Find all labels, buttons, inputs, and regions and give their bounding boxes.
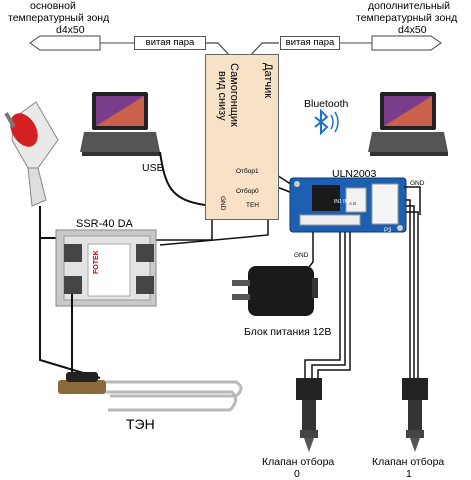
controller-line1: Датчик: [262, 63, 274, 99]
heater-label: ТЭН: [126, 416, 155, 432]
valve-1-number: 1: [406, 468, 412, 480]
bluetooth-label: Bluetooth: [304, 98, 349, 110]
psu-label: Блок питания 12В: [244, 326, 332, 338]
laptop-right-icon: [368, 92, 448, 156]
usb-label: USB: [142, 162, 164, 174]
main-probe-line2: температурный зонд: [8, 12, 110, 24]
pin-gnd-label: GND: [219, 196, 226, 211]
valve-1-label: Клапан отбора: [372, 456, 445, 468]
psu-gnd-label: GND: [294, 252, 309, 259]
gnd-wire: [150, 214, 213, 241]
twisted-pair-wire-left: [205, 42, 231, 57]
uln-gnd-label: GND: [410, 180, 425, 187]
controller-board: Датчик Самогонщик вид снизу: [205, 54, 279, 220]
ssr-relay-icon: [55, 229, 157, 307]
extra-probe-line1: дополнительный: [368, 0, 451, 12]
controller-line2: Самогонщ: [228, 63, 240, 116]
heater-icon: [58, 372, 243, 412]
valve-0-icon: [296, 378, 322, 452]
twisted-pair-label-right: витая пара: [280, 36, 340, 50]
controller-line4: вид снизу: [216, 71, 228, 121]
main-probe-line1: основной: [30, 0, 76, 12]
valve-0-number: 0: [294, 468, 300, 480]
twisted-pair-wire-right: [249, 42, 279, 57]
svg-text:P3: P3: [384, 228, 392, 234]
main-probe-icon: [29, 35, 134, 51]
valve-0-label: Клапан отбора: [262, 456, 335, 468]
laptop-left-icon: [80, 92, 160, 156]
pin-otbor0-label: Отбор0: [236, 188, 259, 195]
main-probe-model: d4x50: [56, 24, 85, 36]
svg-text:A B: A B: [349, 201, 356, 206]
uln2003-board: [289, 177, 407, 233]
valve-1-icon: [402, 378, 428, 452]
extra-probe-model: d4x50: [398, 24, 427, 36]
relay-title: SSR-40 DA: [76, 218, 133, 230]
twisted-pair-label-left: витая пара: [134, 36, 206, 50]
usb-cable: [159, 151, 206, 206]
uln2003-label: ULN2003: [332, 168, 377, 180]
pin-otbor1-label: Отбор1: [236, 168, 259, 175]
svg-text:FOTEK: FOTEK: [93, 250, 100, 274]
pin-ten-label: ТЕН: [246, 202, 259, 209]
svg-text:IN1 IN2: IN1 IN2: [334, 199, 351, 205]
mains-plug-icon: [4, 101, 59, 207]
bluetooth-icon: [314, 108, 339, 136]
extra-probe-line2: температурный зонд: [356, 12, 458, 24]
power-supply-icon: [232, 266, 318, 316]
extra-probe-icon: [338, 35, 442, 51]
controller-line3: ик: [228, 115, 240, 127]
